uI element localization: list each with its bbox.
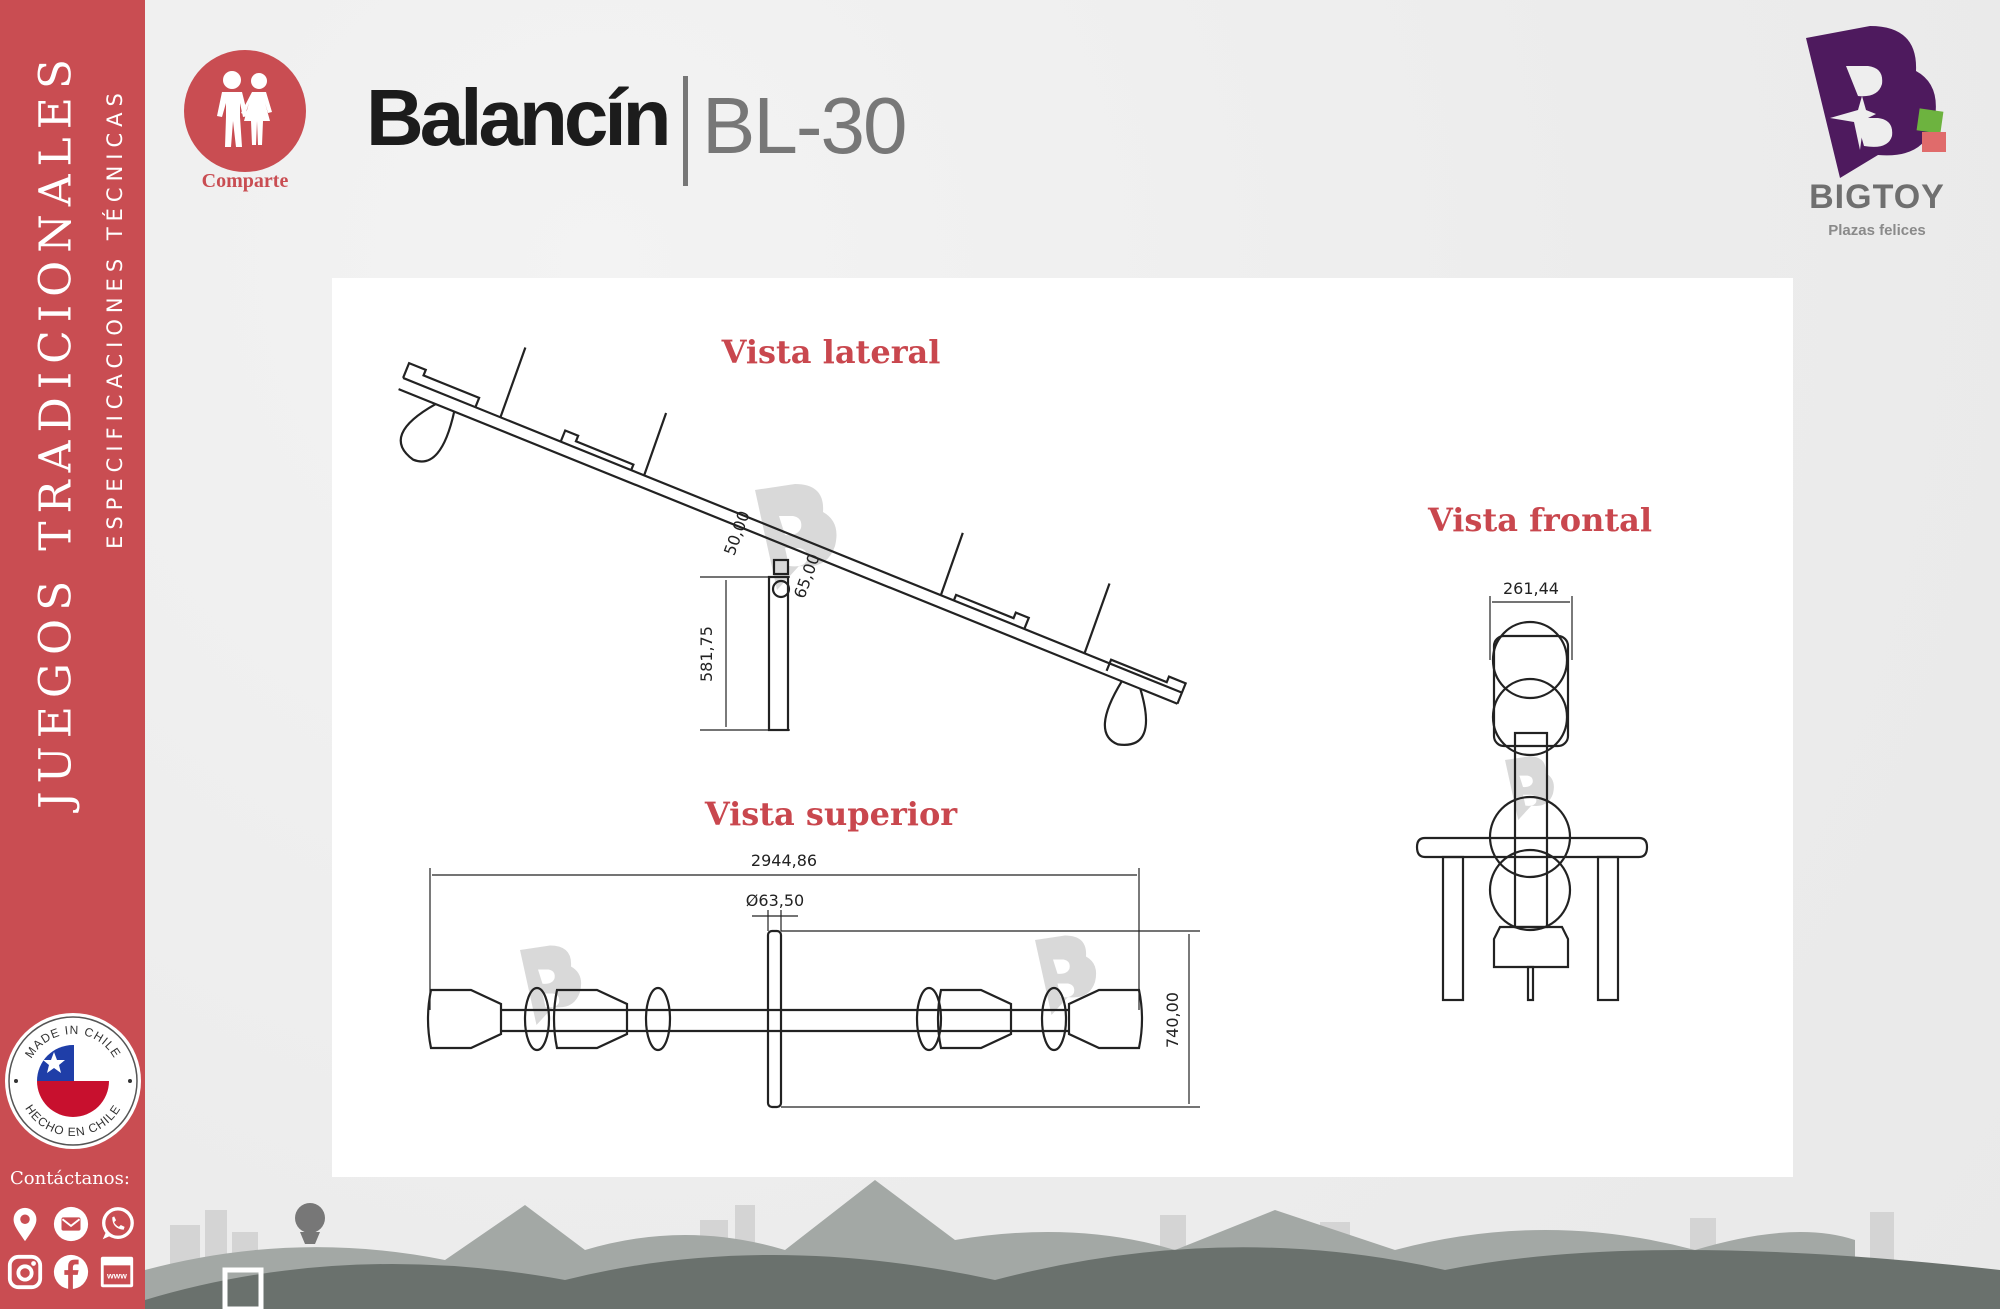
bigtoy-logo bbox=[1806, 26, 1946, 178]
view-title-lateral: Vista lateral bbox=[721, 333, 941, 371]
children-icon bbox=[217, 71, 272, 147]
dim-261-44: 261,44 bbox=[1503, 579, 1559, 598]
product-model: BL-30 bbox=[702, 81, 907, 170]
brand-tagline: Plazas felices bbox=[1828, 222, 1926, 239]
dim-2944-86: 2944,86 bbox=[751, 851, 817, 870]
comparte-badge bbox=[184, 50, 306, 172]
website-icon[interactable]: www bbox=[98, 1253, 136, 1291]
dim-diameter-63-50: Ø63,50 bbox=[746, 891, 804, 910]
dim-581-75: 581,75 bbox=[697, 626, 716, 682]
view-title-frontal: Vista frontal bbox=[1428, 501, 1652, 539]
sidebar: JUEGOS TRADICIONALES ESPECIFICACIONES TÉ… bbox=[0, 0, 145, 1309]
product-title: Balancín bbox=[366, 73, 671, 162]
location-icon[interactable] bbox=[6, 1205, 44, 1243]
instagram-icon[interactable] bbox=[6, 1253, 44, 1291]
post bbox=[767, 575, 790, 732]
dim-50-00: 50,00 bbox=[720, 508, 754, 558]
drawing-panel bbox=[332, 278, 1793, 1177]
comparte-label: Comparte bbox=[201, 170, 289, 192]
facebook-icon[interactable] bbox=[52, 1253, 90, 1291]
whatsapp-icon[interactable] bbox=[98, 1205, 136, 1243]
superior-view bbox=[426, 868, 1200, 1109]
park-landscape-illustration bbox=[145, 1180, 2000, 1309]
made-in-chile-badge: MADE IN CHILE HECHO EN CHILE bbox=[5, 1013, 141, 1149]
lateral-view bbox=[398, 347, 1188, 746]
brand-name: BIGTOY bbox=[1809, 178, 1945, 216]
view-title-superior: Vista superior bbox=[704, 795, 958, 833]
frontal-view bbox=[1415, 596, 1649, 1002]
email-icon[interactable] bbox=[52, 1205, 90, 1243]
bigtoy-watermarks bbox=[520, 484, 1554, 1025]
dim-65-00: 65,00 bbox=[790, 551, 824, 601]
dim-740-00: 740,00 bbox=[1163, 992, 1182, 1048]
svg-text:www: www bbox=[106, 1271, 127, 1281]
contact-label: Contáctanos: bbox=[10, 1168, 130, 1189]
title-divider bbox=[683, 76, 688, 186]
